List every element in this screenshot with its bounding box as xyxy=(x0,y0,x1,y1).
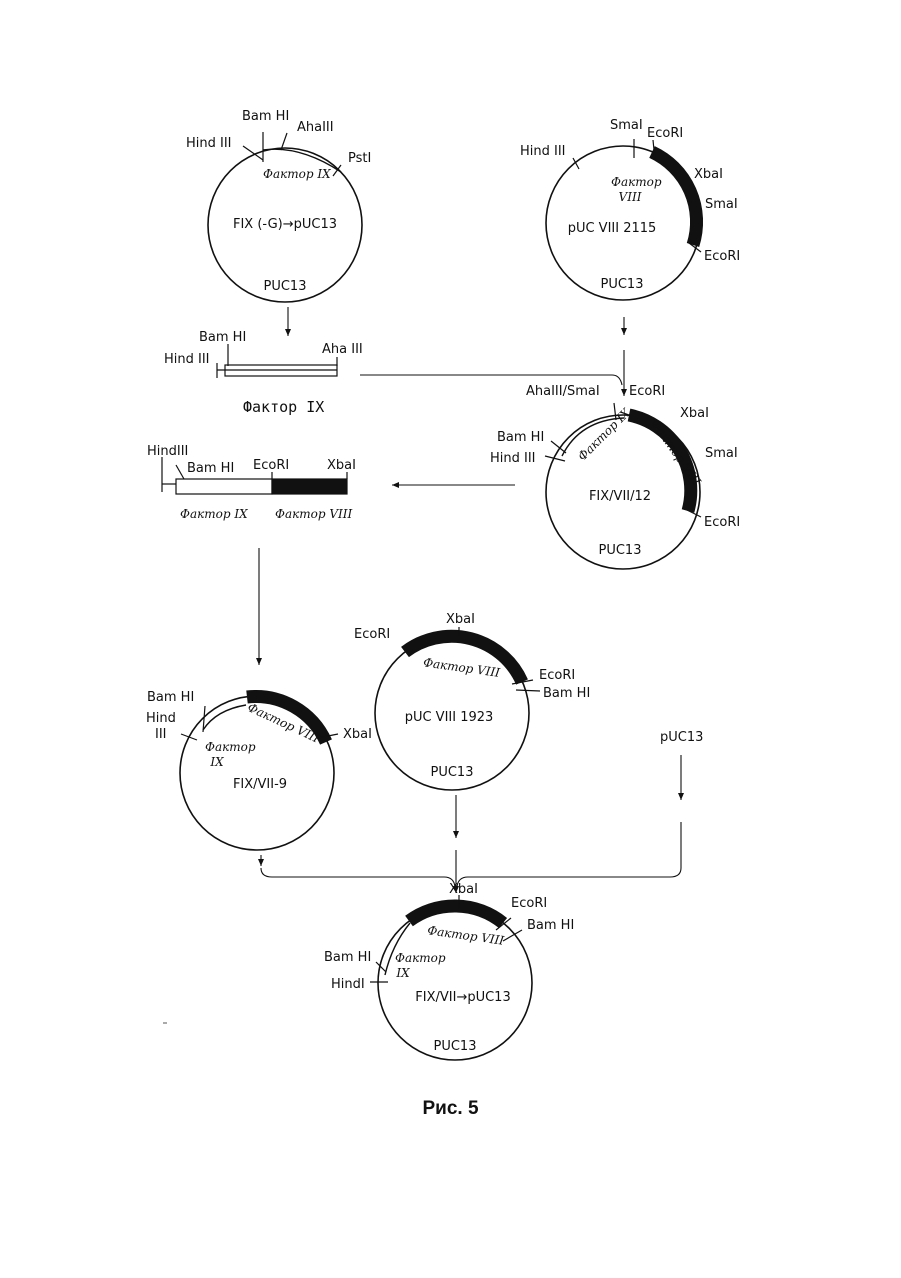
smai-label: SmaI xyxy=(705,446,738,461)
vector-label: PUC13 xyxy=(431,765,474,780)
insert-ix-label: Фактор xyxy=(205,740,256,754)
bamhi-label: Bam HI xyxy=(242,109,289,124)
xbai-label: XbaI xyxy=(449,882,478,897)
insert-ix-label-line2: IX xyxy=(209,755,224,769)
bamhi-label: Bam HI xyxy=(187,461,234,476)
insert-viii-label: Фактор VIII xyxy=(426,923,505,948)
plasmid-fix-vii-12: AhaIII/SmaI EcoRI XbaI Bam HI Hind III S… xyxy=(490,384,740,569)
plasmid-name: FIX/VII→pUC13 xyxy=(415,990,510,1005)
fragment-fix-fviii: HindIII Bam HI EcoRI XbaI Фактор IX Факт… xyxy=(147,444,356,521)
fragment-label: Фактор IX xyxy=(243,398,324,416)
factor-viii-box xyxy=(272,479,347,494)
insert-ix-label-line2: IX xyxy=(395,966,410,980)
bamhi-label: Bam HI xyxy=(543,686,590,701)
insert-label: Фактор xyxy=(611,175,662,189)
bamhi-right-label: Bam HI xyxy=(527,918,574,933)
factor-viii-label: Фактор VIII xyxy=(275,507,353,521)
factor-ix-label: Фактор IX xyxy=(180,507,248,521)
fragment-factor-ix: Bam HI Hind III Aha III Фактор IX xyxy=(164,330,363,416)
ahaiii-label: AhaIII xyxy=(297,120,334,135)
vector-label: PUC13 xyxy=(599,543,642,558)
hindi-label: HindI xyxy=(331,977,365,992)
plasmid-name: FIX (-G)→pUC13 xyxy=(233,217,337,232)
ecori-label: EcoRI xyxy=(253,458,289,473)
insert-arc xyxy=(405,636,522,682)
plasmid-name: FIX/VII-9 xyxy=(233,777,287,792)
hindiii-label: Hind III xyxy=(520,144,566,159)
xbai-label: XbaI xyxy=(680,406,709,421)
bamhi-label: Bam HI xyxy=(147,690,194,705)
xbai-label: XbaI xyxy=(343,727,372,742)
connector-left-merge xyxy=(261,868,455,887)
plasmid-name: pUC VIII 1923 xyxy=(405,710,494,725)
factor-ix-box xyxy=(176,479,272,494)
insert-viii-label: Фактор VIII xyxy=(648,416,704,488)
hind-label: Hind xyxy=(146,711,176,726)
vector-label: PUC13 xyxy=(601,277,644,292)
ecori-label: EcoRI xyxy=(629,384,665,399)
connector-right-merge xyxy=(457,822,681,887)
plasmid-puc-viii-2115: SmaI EcoRI Hind III XbaI SmaI EcoRI Факт… xyxy=(520,118,740,300)
insert-label: Фактор VIII xyxy=(422,655,501,680)
hindiii-label: Hind III xyxy=(164,352,210,367)
ecori-bottom-label: EcoRI xyxy=(704,249,740,264)
psti-label: PstI xyxy=(348,151,371,166)
plasmid-fix-vii-9: Bam HI Hind III XbaI Фактор VIII Фактор … xyxy=(146,690,372,850)
smai-right-label: SmaI xyxy=(705,197,738,212)
bamhi-left-label: Bam HI xyxy=(324,950,371,965)
hindiii-label: HindIII xyxy=(147,444,188,459)
hindiii-tick xyxy=(181,734,197,740)
xbai-label: XbaI xyxy=(327,458,356,473)
xbai-label: XbaI xyxy=(694,167,723,182)
plasmid-final: XbaI EcoRI Bam HI Bam HI HindI Фактор VI… xyxy=(324,882,574,1060)
factor-viii-arc xyxy=(409,906,503,923)
hindiii-label: Hind III xyxy=(186,136,232,151)
puc13-vector-label: pUC13 xyxy=(660,730,703,745)
ecori-right-label: EcoRI xyxy=(539,668,575,683)
bamhi-tick xyxy=(176,465,184,479)
xbai-label: XbaI xyxy=(446,612,475,627)
junction-label: AhaIII/SmaI xyxy=(526,384,600,399)
ahaiii-label: Aha III xyxy=(322,342,363,357)
bamhi-label: Bam HI xyxy=(497,430,544,445)
iii-label: III xyxy=(155,727,167,742)
insert-ix-label: Фактор IX xyxy=(575,405,633,463)
vector-label: PUC13 xyxy=(264,279,307,294)
bamhi-tick xyxy=(516,690,540,691)
factor-ix-arc xyxy=(203,705,246,730)
insert-ix-label: Фактор xyxy=(395,951,446,965)
insert-label-line2: VIII xyxy=(619,190,642,204)
figure-caption: Рис. 5 xyxy=(0,1098,901,1120)
insert-label: Фактор IX xyxy=(263,167,331,181)
ecori-bottom-label: EcoRI xyxy=(704,515,740,530)
plasmid-puc-viii-1923: EcoRI XbaI EcoRI Bam HI Фактор VIII pUC … xyxy=(354,612,590,790)
flow-arrows xyxy=(259,307,681,893)
ecori-label: EcoRI xyxy=(647,126,683,141)
ecori-label: EcoRI xyxy=(511,896,547,911)
plasmid-name: pUC VIII 2115 xyxy=(568,221,657,236)
plasmid-fix-puc13: Bam HI Hind III AhaIII PstI Фактор IX FI… xyxy=(186,109,371,302)
plasmid-name: FIX/VII/12 xyxy=(589,489,651,504)
smai-label: SmaI xyxy=(610,118,643,133)
vector-label: PUC13 xyxy=(434,1039,477,1054)
insert-arc xyxy=(652,152,697,245)
ecori-left-label: EcoRI xyxy=(354,627,390,642)
bamhi-label: Bam HI xyxy=(199,330,246,345)
hindiii-label: Hind III xyxy=(490,451,536,466)
